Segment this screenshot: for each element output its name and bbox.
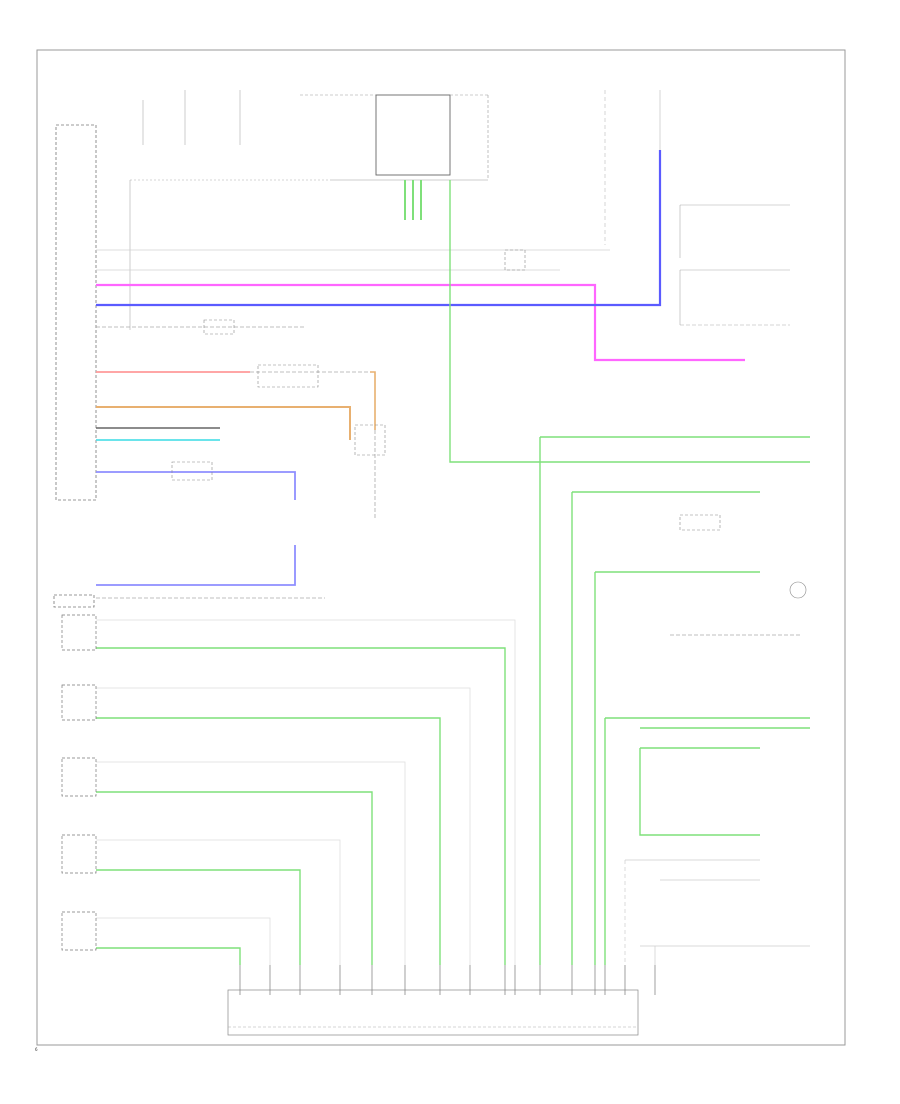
orange-wire xyxy=(96,406,351,440)
bottom-connector xyxy=(227,989,639,1036)
bottom-stubs xyxy=(239,965,656,995)
lilac-wire xyxy=(96,471,296,500)
relay-module-box xyxy=(375,94,451,176)
magenta-wire xyxy=(96,283,745,362)
left-switches xyxy=(61,614,97,951)
green-wire-main xyxy=(449,180,810,463)
left-ecu-block-lower xyxy=(53,594,95,608)
diagram-frame xyxy=(36,49,846,1046)
blue-wire xyxy=(96,150,662,307)
left-ecu-block xyxy=(55,124,97,501)
page-marker: 6 xyxy=(35,1047,38,1052)
